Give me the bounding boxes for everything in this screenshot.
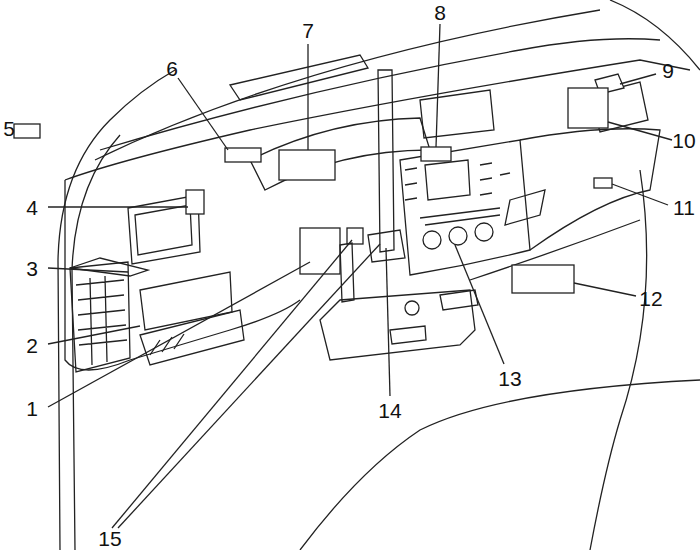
leader-line — [608, 122, 672, 140]
callout-number: 8 — [434, 2, 446, 23]
right-pillar — [610, 0, 700, 70]
cluster-hood — [250, 118, 430, 190]
leader-line — [48, 326, 140, 344]
component-4 — [186, 190, 204, 214]
component-6 — [225, 148, 261, 162]
lower-left-panel — [140, 310, 244, 365]
leader-line — [178, 78, 228, 150]
component-11 — [594, 178, 612, 188]
center-top-screen — [420, 90, 494, 138]
component-1 — [300, 228, 340, 274]
center-display — [425, 160, 470, 200]
component-12 — [512, 265, 574, 293]
leader-line — [48, 206, 188, 207]
leader-line — [112, 240, 352, 528]
console-socket — [405, 301, 419, 315]
junction-block — [70, 262, 130, 372]
steering-column — [378, 70, 394, 252]
climate-knob — [423, 231, 441, 249]
right-vent — [505, 190, 545, 225]
leader-line — [386, 248, 390, 396]
callout-number: 11 — [673, 197, 695, 218]
dash-top-rear — [100, 39, 660, 150]
callout-number: 6 — [166, 58, 178, 79]
lower-left-slats — [150, 334, 184, 355]
left-vent — [135, 205, 192, 255]
callout-number: 5 — [3, 118, 15, 139]
lower-console — [320, 290, 475, 360]
right-door-line — [590, 170, 647, 550]
console-pocket — [390, 326, 426, 344]
component-5 — [14, 124, 40, 138]
a-pillar-inner — [72, 135, 120, 550]
right-dash-face — [520, 129, 660, 250]
leader-line — [48, 262, 310, 407]
callout-number: 15 — [98, 528, 121, 549]
fuse-grid — [76, 276, 127, 365]
callout-number: 10 — [672, 130, 695, 151]
component-10 — [568, 88, 608, 128]
component-15 — [347, 228, 363, 244]
leader-line — [307, 44, 308, 150]
callout-number: 1 — [26, 398, 38, 419]
leader-line — [620, 74, 656, 84]
floor-line — [300, 380, 700, 550]
climate-knob — [475, 223, 493, 241]
vent-slot — [420, 208, 500, 225]
callout-number: 12 — [639, 288, 662, 309]
callout-number: 2 — [26, 335, 38, 356]
center-stack — [400, 140, 530, 275]
leader-line — [118, 244, 380, 528]
console-tray — [440, 290, 478, 310]
leader-line — [612, 184, 668, 205]
callout-number: 4 — [26, 197, 38, 218]
junction-cover — [70, 258, 148, 276]
callout-number: 3 — [26, 258, 38, 279]
dash-left-face — [65, 180, 300, 370]
callout-number: 9 — [662, 60, 674, 81]
leader-line — [455, 245, 504, 364]
callout-number: 7 — [302, 20, 314, 41]
component-8 — [421, 147, 451, 161]
leader-line — [574, 283, 636, 296]
leader-line — [48, 268, 128, 272]
component-7 — [279, 150, 335, 180]
defrost-vent — [230, 55, 368, 100]
callout-number: 13 — [498, 368, 521, 389]
leader-line — [436, 24, 440, 147]
callout-number: 14 — [378, 400, 401, 421]
a-pillar — [58, 70, 175, 550]
glovebox-left — [140, 272, 232, 330]
center-buttons — [405, 163, 510, 200]
climate-knob — [449, 227, 467, 245]
